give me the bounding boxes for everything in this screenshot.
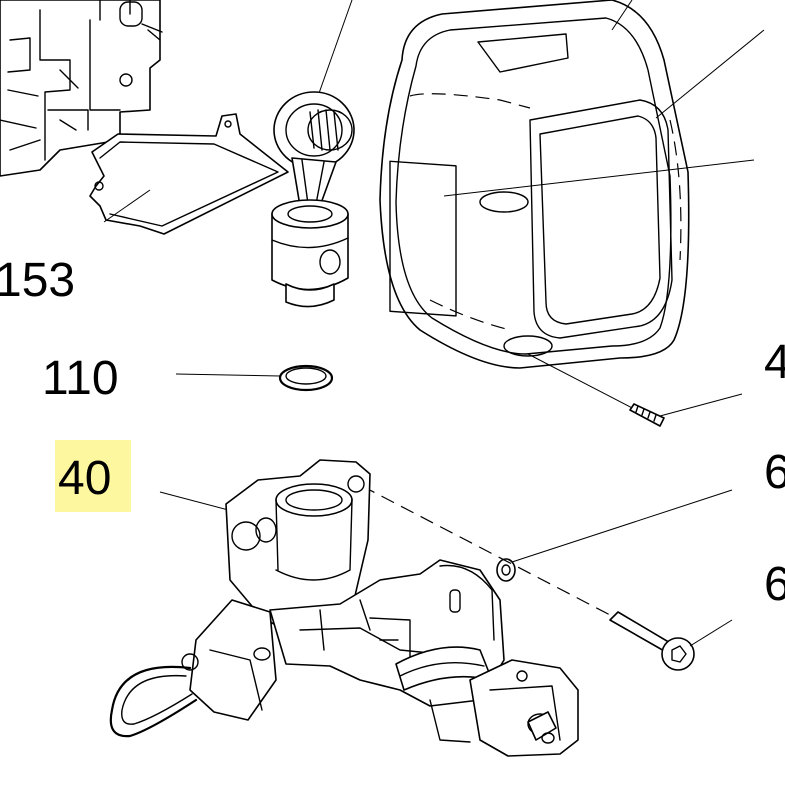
frame-base <box>109 459 579 757</box>
callout-110: 110 <box>42 352 119 405</box>
gearbox-assembly <box>0 0 163 177</box>
callout-6-washer: 6 <box>764 446 785 499</box>
callout-labels: 153 110 40 4 6 6 <box>0 254 785 611</box>
cover-plate <box>89 113 289 235</box>
callout-6-screw: 6 <box>764 558 785 611</box>
socket-cap-screw <box>361 485 733 671</box>
washer <box>496 489 733 582</box>
callout-40-highlight <box>55 440 131 512</box>
callout-4: 4 <box>764 336 785 389</box>
connecting-rod-piston <box>271 0 355 308</box>
housing-cover <box>379 0 765 417</box>
callout-40: 40 <box>58 452 111 505</box>
callout-153: 153 <box>0 254 75 307</box>
o-ring <box>175 364 334 392</box>
screw <box>629 403 665 427</box>
